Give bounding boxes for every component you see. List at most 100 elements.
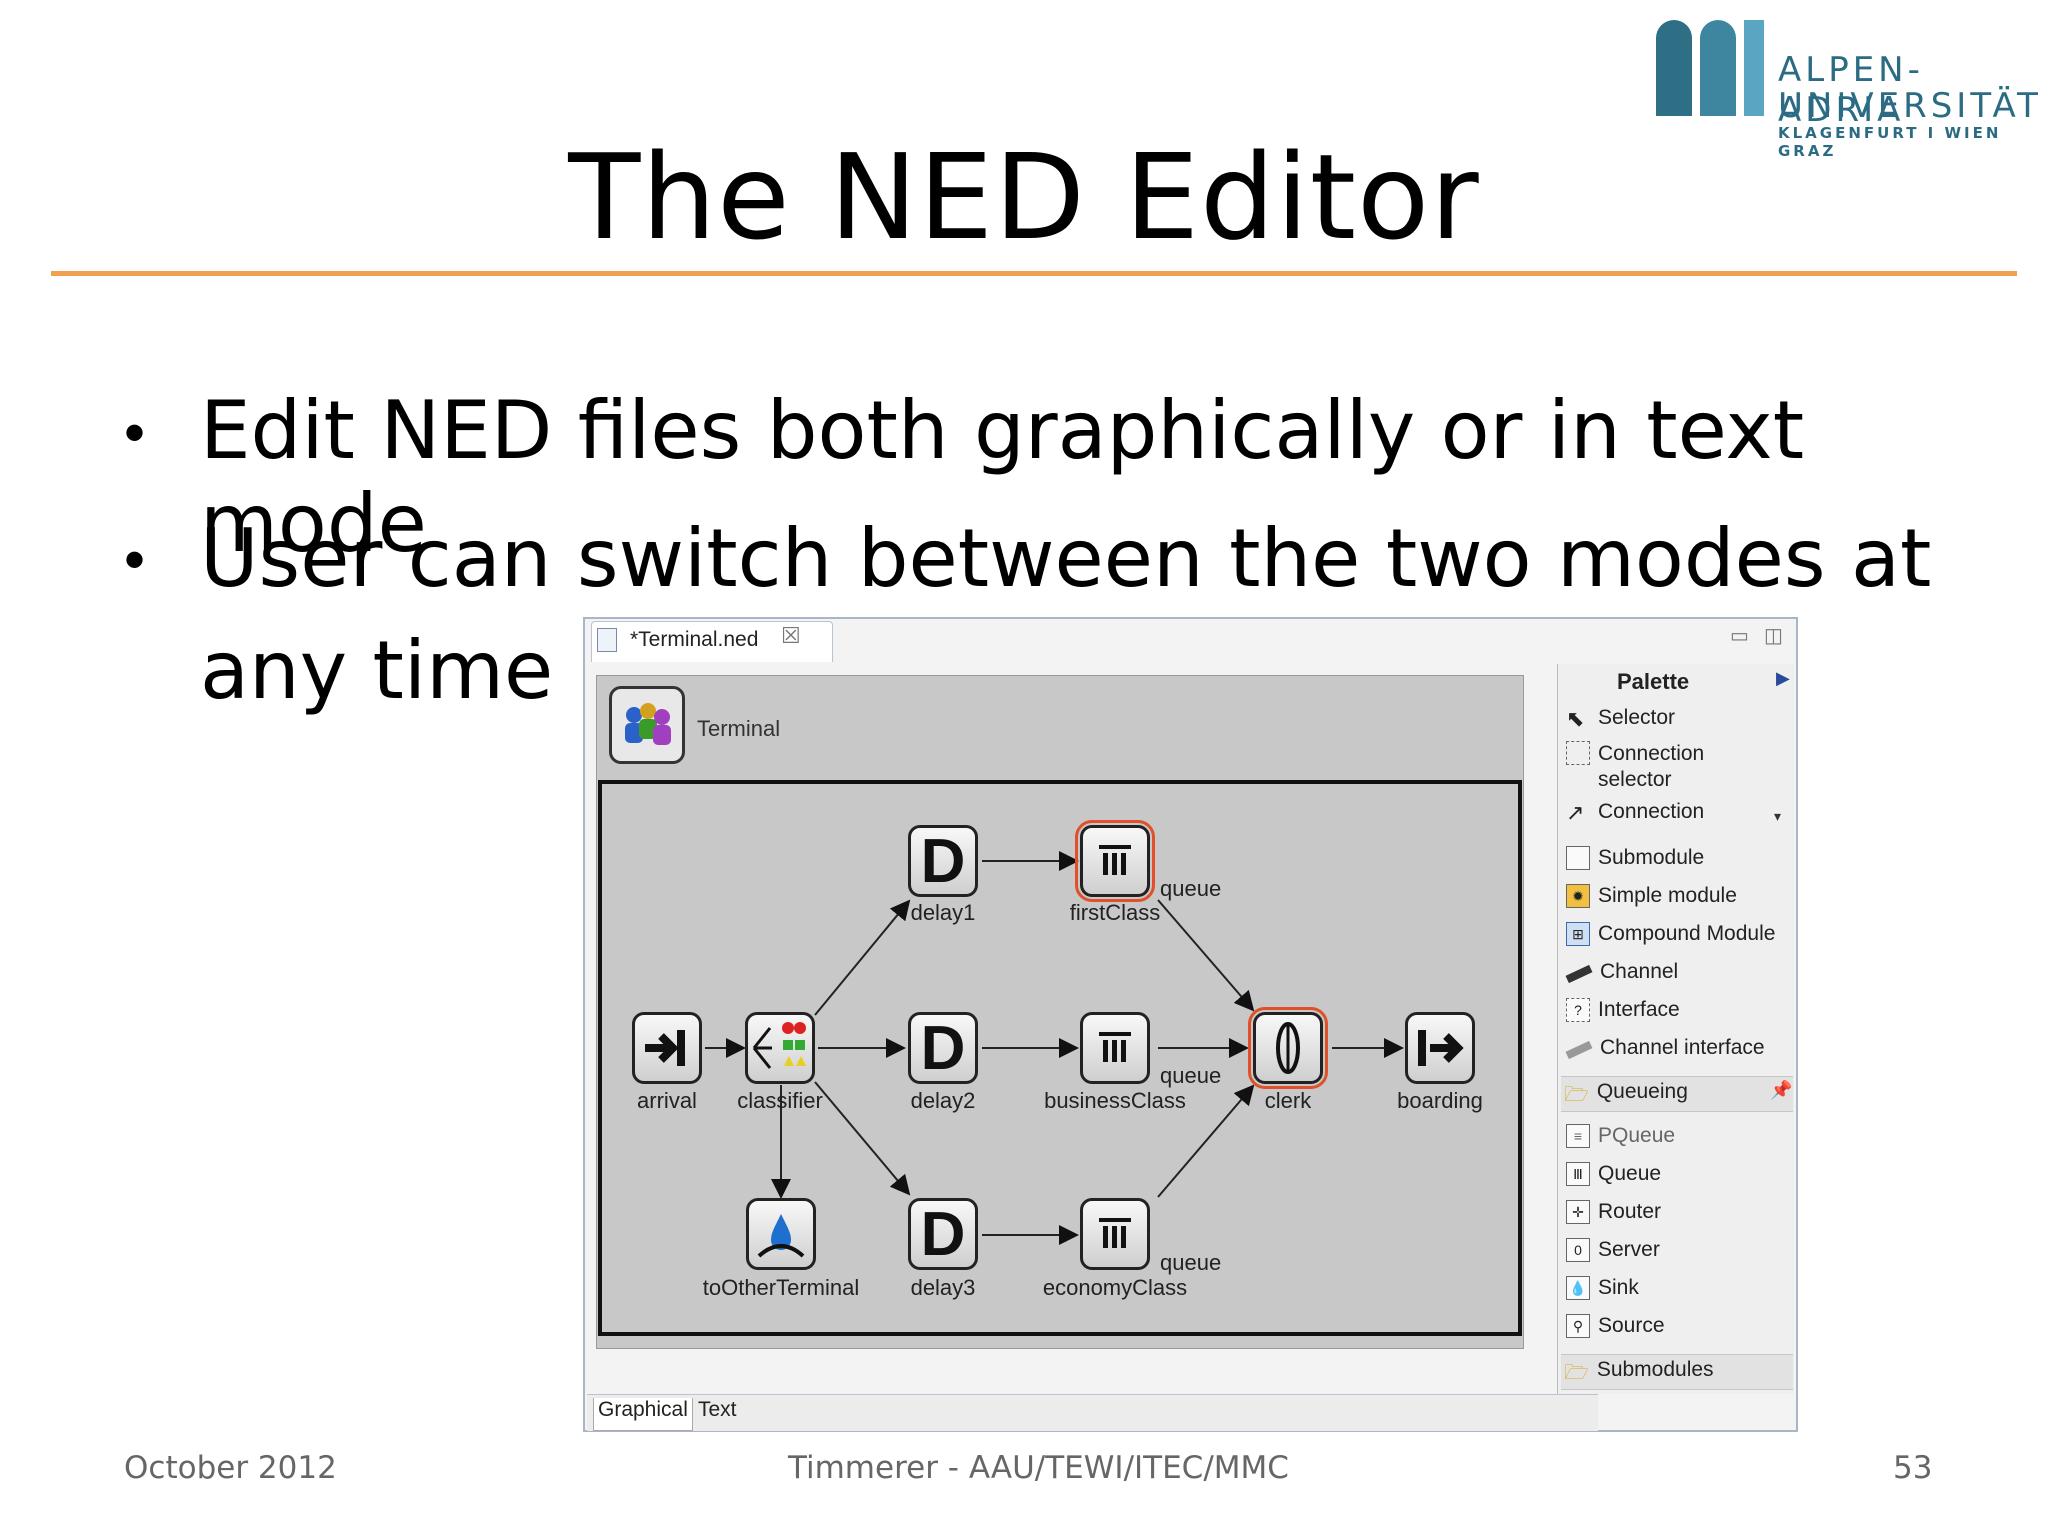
bullet-1: Edit NED files both graphically or in te…: [200, 384, 1805, 570]
channel-interface-icon: [1565, 1040, 1593, 1060]
tab-graphical[interactable]: Graphical: [593, 1398, 693, 1431]
logo-line-3: KLAGENFURT I WIEN GRAZ: [1778, 124, 2002, 160]
folder-open-icon: 🗁: [1564, 1362, 1589, 1384]
palette-server-label: Server: [1598, 1238, 1660, 1261]
editor-tab-label: *Terminal.ned: [630, 628, 759, 651]
palette-channel[interactable]: Channel: [1565, 960, 1679, 984]
palette-compound-module[interactable]: ⊞ Compound Module: [1566, 922, 1775, 946]
module-arrival[interactable]: [632, 1012, 702, 1084]
palette-simple-module[interactable]: ✹ Simple module: [1566, 884, 1737, 908]
sink-icon: 💧: [1566, 1276, 1590, 1300]
footer-center: Timmerer - AAU/TEWI/ITEC/MMC: [788, 1450, 1289, 1486]
chevron-down-icon[interactable]: ▾: [1774, 808, 1782, 824]
queue-icon: Ⅲ: [1566, 1162, 1590, 1186]
minimize-icon[interactable]: ▭: [1730, 625, 1749, 647]
label-toOtherTerminal: toOtherTerminal: [702, 1275, 860, 1300]
palette-sink[interactable]: 💧 Sink: [1566, 1276, 1639, 1300]
palette-submodule-label: Submodule: [1598, 846, 1705, 869]
connection-arrow-icon: ↗: [1566, 800, 1585, 825]
interface-icon: ?: [1566, 998, 1590, 1022]
gear-icon: ✹: [1566, 884, 1590, 908]
palette-connection-label: Connection: [1598, 800, 1705, 823]
close-icon[interactable]: ☒: [781, 623, 801, 648]
palette-title: Palette: [1617, 669, 1690, 694]
editor-mode-tabs: [587, 1394, 1598, 1431]
palette-section-submodules[interactable]: [1561, 1354, 1793, 1390]
palette-channel-interface-label: Channel interface: [1600, 1036, 1765, 1059]
pin-icon[interactable]: 📌: [1770, 1080, 1793, 1100]
bullet-dot-2: •: [124, 526, 146, 593]
label-economyClass: economyClass: [1042, 1275, 1188, 1300]
palette-connection[interactable]: ↗ Connection: [1566, 800, 1704, 826]
submodule-icon: [1566, 846, 1590, 870]
module-delay1[interactable]: D: [908, 825, 978, 897]
palette-submodules-label: Submodules: [1596, 1358, 1714, 1381]
palette-submodules-header[interactable]: 🗁 Submodules: [1564, 1358, 1714, 1392]
palette-channel-interface[interactable]: Channel interface: [1565, 1036, 1765, 1060]
label-delay3: delay3: [910, 1275, 976, 1300]
logo-bar-2: [1700, 20, 1736, 116]
module-clerk[interactable]: [1248, 1007, 1328, 1089]
compound-module-small-icon: ⊞: [1566, 922, 1590, 946]
palette-router-label: Router: [1598, 1200, 1662, 1223]
slide-title: The NED Editor: [568, 128, 1480, 266]
editor-tab[interactable]: [591, 621, 833, 662]
bullet-2: User can switch between the two modes at: [200, 512, 1932, 605]
ned-file-icon: [597, 628, 617, 652]
palette-router[interactable]: ✛ Router: [1566, 1200, 1661, 1224]
palette-simple-module-label: Simple module: [1598, 884, 1737, 907]
label-boarding: boarding: [1397, 1088, 1483, 1113]
palette-interface-label: Interface: [1598, 998, 1680, 1021]
module-delay2[interactable]: D: [908, 1012, 978, 1084]
label-firstClass: firstClass: [1069, 900, 1161, 925]
palette-server[interactable]: 0 Server: [1566, 1238, 1660, 1262]
maximize-icon[interactable]: ◫: [1764, 625, 1783, 647]
folder-open-icon: 🗁: [1564, 1084, 1589, 1106]
network-name: Terminal: [697, 716, 781, 741]
logo-bar-3: [1744, 20, 1764, 116]
palette-queueing-label: Queueing: [1596, 1080, 1688, 1103]
palette-queue[interactable]: Ⅲ Queue: [1566, 1162, 1661, 1186]
palette-connection-selector[interactable]: Connection selector: [1566, 741, 1708, 793]
palette-source[interactable]: ⚲ Source: [1566, 1314, 1665, 1338]
palette-queue-label: Queue: [1598, 1162, 1662, 1185]
palette-source-label: Source: [1598, 1314, 1665, 1337]
compound-module-icon[interactable]: [609, 686, 685, 764]
bullet-dot-1: •: [124, 399, 146, 466]
pqueue-icon: ≡: [1566, 1124, 1590, 1148]
marquee-icon: [1566, 741, 1590, 765]
palette-connection-selector-label: Connection selector: [1598, 742, 1705, 791]
palette-section-queueing[interactable]: [1561, 1076, 1793, 1112]
label-delay2: delay2: [910, 1088, 976, 1113]
logo-line-1: ALPEN-ADRIA: [1778, 50, 1924, 130]
arrow-cursor-icon: ⬉: [1566, 706, 1585, 731]
slide-number: 53: [1893, 1450, 1933, 1486]
module-boarding[interactable]: [1405, 1012, 1475, 1084]
footer-date: October 2012: [124, 1450, 337, 1486]
module-firstClass[interactable]: [1075, 820, 1155, 902]
module-economyClass[interactable]: [1080, 1198, 1150, 1270]
module-businessClass[interactable]: [1080, 1012, 1150, 1084]
palette-pqueue[interactable]: ≡ PQueue: [1566, 1124, 1675, 1148]
palette-interface[interactable]: ? Interface: [1566, 998, 1680, 1022]
module-toOtherTerminal[interactable]: [746, 1198, 816, 1270]
label-arrival: arrival: [637, 1088, 697, 1113]
palette-channel-label: Channel: [1600, 960, 1679, 983]
palette-expand-icon[interactable]: ▶: [1776, 668, 1790, 688]
label-delay1: delay1: [910, 900, 976, 925]
label-clerk: clerk: [1264, 1088, 1312, 1113]
palette-submodule[interactable]: Submodule: [1566, 846, 1704, 870]
tab-text[interactable]: Text: [698, 1398, 737, 1421]
channel-icon: [1565, 964, 1593, 984]
router-icon: ✛: [1566, 1200, 1590, 1224]
module-delay3[interactable]: D: [908, 1198, 978, 1270]
palette-selector[interactable]: ⬉ Selector: [1566, 706, 1675, 732]
palette-queueing-header[interactable]: 🗁 Queueing: [1564, 1080, 1688, 1114]
label-classifier: classifier: [737, 1088, 823, 1113]
title-rule: [51, 271, 2017, 276]
palette-pqueue-label: PQueue: [1598, 1124, 1676, 1147]
module-classifier[interactable]: [745, 1012, 815, 1084]
logo-bar-1: [1656, 20, 1692, 116]
label-businessClass: businessClass: [1044, 1088, 1186, 1113]
